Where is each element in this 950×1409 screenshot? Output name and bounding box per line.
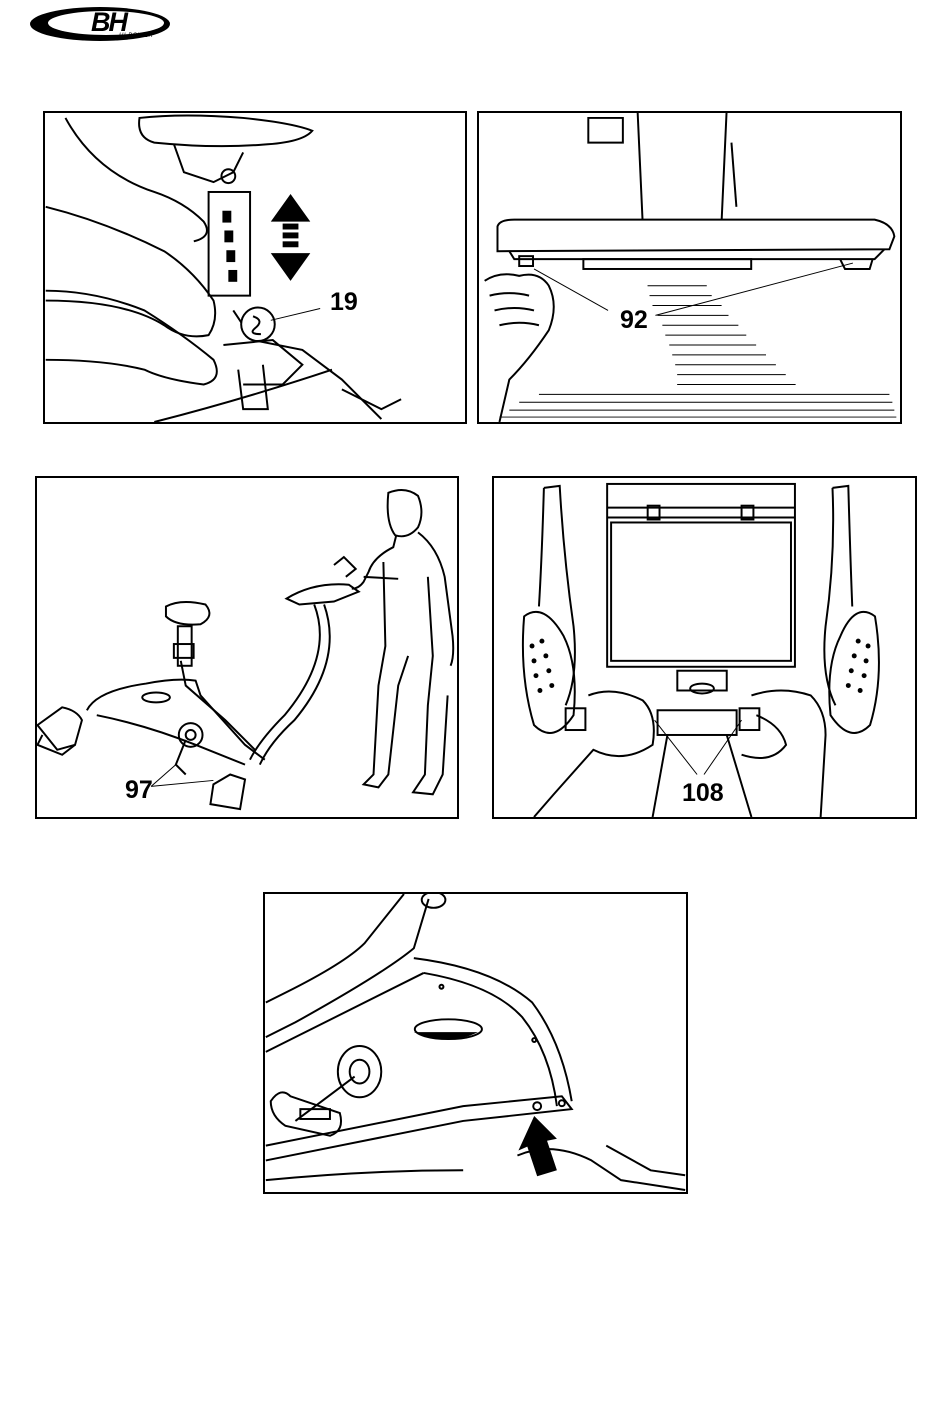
figure-handlebar-grips: 108 [492, 476, 917, 819]
figure-frame-arrow [263, 892, 688, 1194]
brand-logo: BH HI POWER [28, 4, 173, 44]
callout-92: 92 [620, 308, 648, 333]
callout-97: 97 [125, 778, 153, 803]
leveling-feet-illustration [479, 113, 900, 422]
frame-logo-icon [414, 1019, 482, 1039]
logo-subtext: HI POWER [119, 33, 153, 39]
figure-seat-height-adjust: 19 [43, 111, 467, 424]
figure-bike-transport: 97 [35, 476, 459, 819]
callout-19: 19 [330, 290, 358, 315]
seat-adjust-illustration [45, 113, 465, 422]
frame-arrow-illustration [265, 894, 686, 1192]
callout-108: 108 [682, 781, 724, 806]
handlebar-grips-illustration [494, 478, 915, 817]
figure-leveling-feet: 92 [477, 111, 902, 424]
bike-transport-illustration [37, 478, 457, 817]
